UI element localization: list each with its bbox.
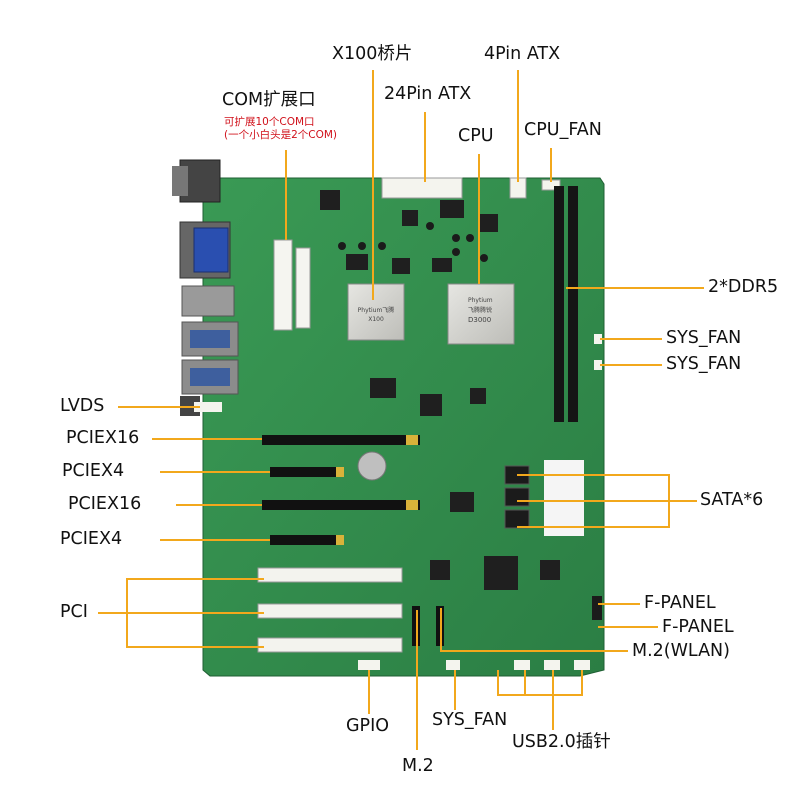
leader-pciex16-2	[176, 504, 262, 506]
label-sata: SATA*6	[700, 490, 764, 510]
label-pciex4-1: PCIEX4	[62, 461, 125, 481]
leader-pci-mid	[98, 612, 264, 614]
leader-com	[285, 150, 287, 240]
label-sys-fan-2: SYS_FAN	[666, 354, 742, 374]
label-sys-fan-1: SYS_FAN	[666, 328, 742, 348]
atx24-connector	[381, 177, 463, 199]
label-gpio: GPIO	[346, 716, 390, 736]
leader-sata-mid	[517, 500, 697, 502]
svg-text:X100: X100	[368, 316, 384, 323]
leader-usb-mid1	[524, 670, 526, 696]
label-f-panel-1: F-PANEL	[644, 593, 716, 613]
white-area	[544, 460, 584, 536]
leader-m2	[416, 610, 418, 750]
leader-sys-fan-1	[600, 338, 662, 340]
leader-f-panel-1	[598, 603, 640, 605]
leader-pciex16-1	[152, 438, 262, 440]
leader-atx4	[517, 70, 519, 182]
leader-ddr5	[566, 287, 704, 289]
svg-text:飞腾腾锐: 飞腾腾锐	[468, 306, 492, 314]
leader-cpu	[478, 154, 480, 284]
leader-cpu-fan	[550, 148, 552, 182]
label-x100: X100桥片	[332, 44, 413, 64]
label-com: COM扩展口	[222, 90, 316, 110]
sys-fan-header-2	[594, 360, 602, 370]
leader-m2-wlan	[440, 650, 628, 652]
pcie-slot-latches	[336, 435, 418, 545]
label-cpu-fan: CPU_FAN	[524, 120, 602, 140]
pci-slots	[257, 567, 403, 653]
f-panel-header	[592, 596, 602, 620]
pcie-slots	[262, 435, 420, 545]
cpu-chip: Phytium 飞腾腾锐 D3000	[447, 283, 515, 345]
cmos-battery	[357, 451, 387, 481]
sys-fan-header-1	[594, 334, 602, 344]
label-pciex16-1: PCIEX16	[66, 428, 140, 448]
label-com-note-1: 可扩展10个COM口	[224, 116, 315, 128]
leader-atx24	[424, 112, 426, 182]
x100-bridge-chip: Phytium飞腾 X100	[347, 283, 405, 341]
label-com-note-2: (一个小白头是2个COM)	[224, 129, 338, 141]
ddr5-slots	[554, 186, 578, 422]
leader-lvds	[118, 406, 200, 408]
leader-gpio	[368, 670, 370, 714]
leader-sys-fan-3	[454, 670, 456, 710]
label-atx4: 4Pin ATX	[484, 44, 561, 64]
label-pciex4-2: PCIEX4	[60, 529, 123, 549]
leader-pciex4-1	[160, 471, 270, 473]
leader-f-panel-2	[598, 626, 658, 628]
bridge-chip-text: Phytium飞腾	[358, 306, 395, 314]
leader-sata-vert	[668, 474, 670, 528]
gpio-header	[358, 660, 380, 670]
leader-usb-left	[497, 670, 499, 696]
leader-pci-bot	[126, 646, 264, 648]
board-components	[320, 190, 560, 590]
label-cpu: CPU	[458, 126, 494, 146]
leader-m2-wlan-vert	[440, 608, 442, 652]
label-pci: PCI	[60, 602, 88, 622]
pcb-board	[199, 177, 605, 677]
label-ddr5: 2*DDR5	[708, 277, 779, 297]
leader-usb-mid2	[552, 670, 554, 730]
label-lvds: LVDS	[60, 396, 105, 416]
sys-fan-header-3	[446, 660, 460, 670]
lvds-connector	[194, 402, 222, 412]
svg-text:Phytium: Phytium	[468, 297, 493, 304]
leader-pciex4-2	[160, 539, 270, 541]
leader-sata-bot	[517, 526, 669, 528]
label-pciex16-2: PCIEX16	[68, 494, 142, 514]
usb-header-2	[544, 660, 560, 670]
leader-pci-top	[126, 578, 264, 580]
usb-header-1	[514, 660, 530, 670]
leader-sata-top	[517, 474, 669, 476]
rear-io-ports	[172, 159, 239, 416]
label-m2-wlan: M.2(WLAN)	[632, 641, 730, 661]
label-m2: M.2	[402, 756, 434, 776]
leader-sys-fan-2	[600, 364, 662, 366]
leader-x100	[372, 70, 374, 300]
label-sys-fan-3: SYS_FAN	[432, 710, 508, 730]
com-headers	[273, 239, 311, 331]
usb-header-3	[574, 660, 590, 670]
label-usb20: USB2.0插针	[512, 732, 611, 752]
capacitors	[338, 222, 488, 262]
leader-usb-right	[581, 670, 583, 696]
label-atx24: 24Pin ATX	[384, 84, 472, 104]
svg-text:D3000: D3000	[468, 316, 491, 324]
label-f-panel-2: F-PANEL	[662, 617, 734, 637]
leader-usb-bar	[497, 694, 583, 696]
